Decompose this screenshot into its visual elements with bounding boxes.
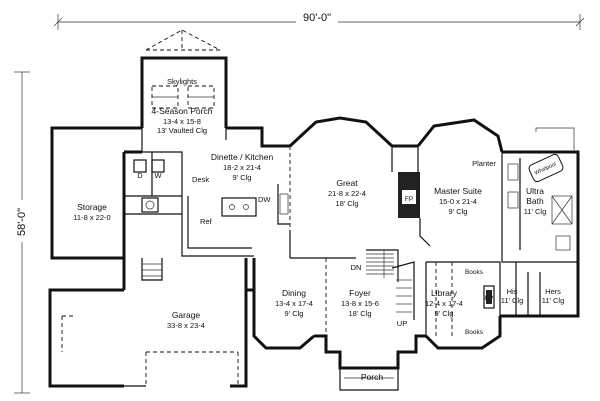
bath-note: 11' Clg bbox=[524, 207, 547, 216]
foyer-name: Foyer bbox=[349, 288, 371, 298]
his-name: His bbox=[507, 287, 518, 296]
porch4-name: 4-Season Porch bbox=[152, 106, 213, 116]
dryer-label: D bbox=[137, 171, 143, 180]
garage-name: Garage bbox=[172, 310, 201, 320]
hers-note: 11' Clg bbox=[542, 296, 565, 305]
depth-dimension: 58'-0" bbox=[16, 208, 28, 236]
dinette-name: Dinette / Kitchen bbox=[211, 152, 274, 162]
great-size: 21-8 x 22-4 bbox=[328, 189, 366, 198]
dinette-size: 18-2 x 21-4 bbox=[223, 163, 261, 172]
four-season-porch-walls bbox=[140, 56, 228, 128]
library-note: 9' Clg bbox=[435, 309, 454, 318]
exterior-walls bbox=[48, 116, 580, 388]
dinette-note: 9' Clg bbox=[233, 173, 252, 182]
dining-size: 13-4 x 17-4 bbox=[275, 299, 313, 308]
whirlpool-tub bbox=[528, 153, 564, 183]
master-note: 9' Clg bbox=[449, 207, 468, 216]
desk-label: Desk bbox=[192, 175, 209, 184]
skylight-roof-outline bbox=[145, 29, 221, 51]
foyer-size: 13-8 x 15-6 bbox=[341, 299, 379, 308]
bath-name-2: Bath bbox=[526, 196, 544, 206]
great-fireplace-label: FP bbox=[405, 196, 413, 203]
dining-note: 9' Clg bbox=[285, 309, 304, 318]
garage-size: 33-8 x 23-4 bbox=[167, 321, 205, 330]
ref-label: Ref bbox=[200, 217, 213, 226]
garage-doors bbox=[61, 315, 239, 387]
interior-walls bbox=[124, 128, 578, 391]
great-note: 18' Clg bbox=[335, 199, 358, 208]
bath-name-1: Ultra bbox=[526, 186, 544, 196]
room-labels: Skylights 4-Season Porch 13-4 x 15-8 13'… bbox=[73, 77, 564, 382]
foyer-note: 18' Clg bbox=[348, 309, 371, 318]
porch4-size: 13-4 x 15-8 bbox=[163, 117, 201, 126]
stair-up-label: UP bbox=[397, 319, 407, 328]
books-label-2: Books bbox=[465, 329, 484, 336]
master-bay-window bbox=[535, 127, 575, 150]
hers-name: Hers bbox=[545, 287, 561, 296]
books-label-1: Books bbox=[465, 269, 484, 276]
storage-name: Storage bbox=[77, 202, 107, 212]
dishwasher-label: DW bbox=[258, 195, 271, 204]
skylights-label: Skylights bbox=[167, 77, 197, 86]
library-name: Library bbox=[431, 288, 458, 298]
great-name: Great bbox=[336, 178, 358, 188]
dining-name: Dining bbox=[282, 288, 306, 298]
his-note: 11' Clg bbox=[501, 296, 524, 305]
master-size: 15-0 x 21-4 bbox=[439, 197, 477, 206]
planter-label: Planter bbox=[472, 159, 496, 168]
storage-size: 11-8 x 22-0 bbox=[73, 213, 110, 222]
porch4-note: 13' Vaulted Clg bbox=[157, 126, 207, 135]
stair-down-label: DN bbox=[351, 263, 362, 272]
width-dimension: 90'-0" bbox=[303, 12, 331, 24]
library-fireplace-label: FP bbox=[485, 295, 493, 302]
washer-label: W bbox=[154, 171, 162, 180]
library-size: 12-4 x 17-4 bbox=[425, 299, 463, 308]
porch-name: Porch bbox=[361, 372, 383, 382]
master-name: Master Suite bbox=[434, 186, 482, 196]
